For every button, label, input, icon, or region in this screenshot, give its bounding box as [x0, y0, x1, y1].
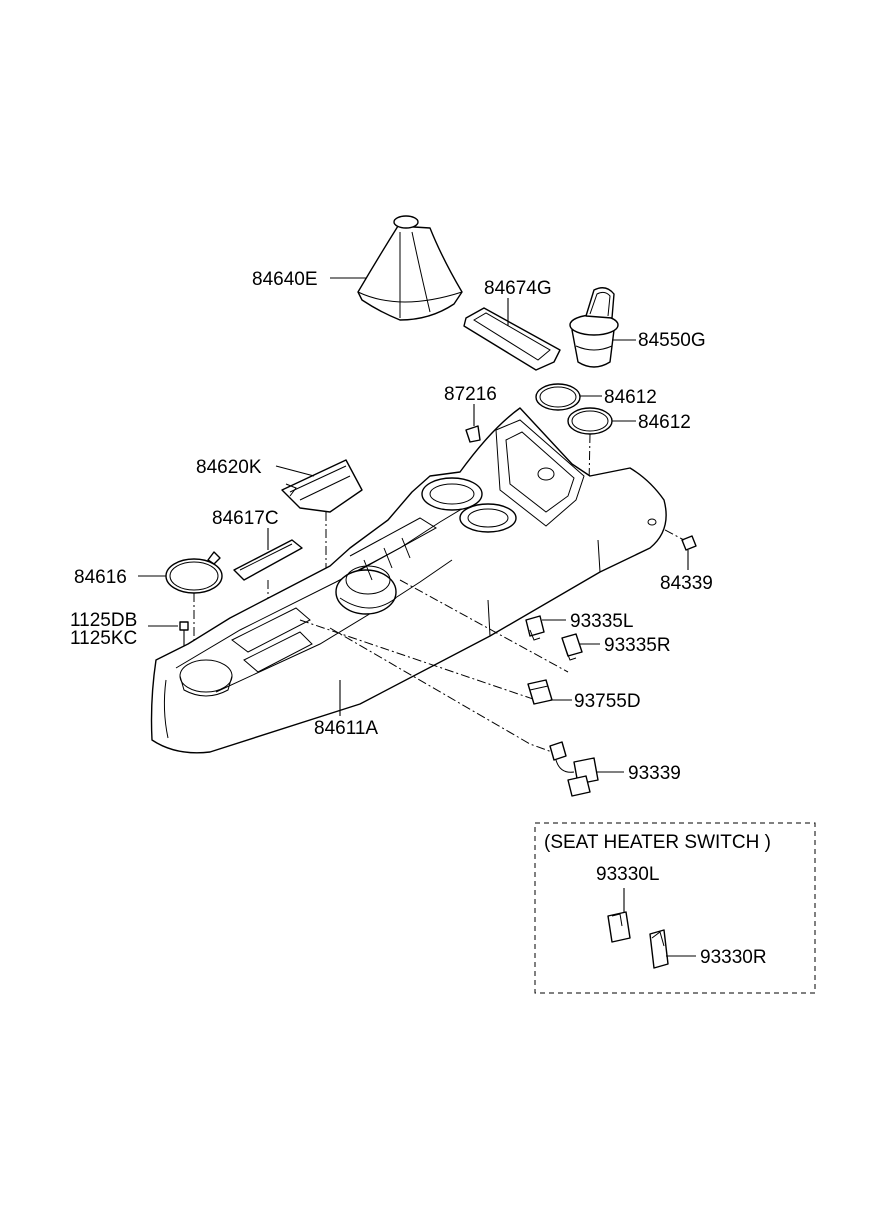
center-console [150, 407, 667, 754]
cup-ring-upper [535, 383, 581, 411]
pad [233, 539, 303, 581]
seat-heater-inset-box [534, 822, 816, 994]
harness [549, 741, 599, 797]
switch-93335l [525, 615, 545, 641]
label-1125db: 1125DB [70, 610, 137, 631]
label-93330l: 93330L [596, 864, 659, 885]
switch-93335r [561, 633, 583, 661]
label-84612-upper: 84612 [604, 387, 657, 408]
label-84674g: 84674G [484, 278, 552, 299]
label-84612-lower: 84612 [638, 412, 691, 433]
tray-mat [463, 307, 561, 371]
label-84617c: 84617C [212, 508, 279, 529]
cup-ring-lower [567, 407, 613, 435]
label-84616: 84616 [74, 567, 127, 588]
label-1125kc: 1125KC [70, 628, 137, 649]
inset-title: (SEAT HEATER SWITCH ) [544, 832, 771, 853]
label-93335l: 93335L [570, 611, 633, 632]
label-84620k: 84620K [196, 457, 262, 478]
label-93330r: 93330R [700, 947, 767, 968]
shift-boot [357, 215, 463, 321]
label-84640e: 84640E [252, 269, 318, 290]
label-93335r: 93335R [604, 635, 671, 656]
label-93755d: 93755D [574, 691, 641, 712]
ring-rear [165, 551, 223, 594]
nut [681, 535, 697, 551]
switch-93755d [527, 679, 553, 705]
label-84550g: 84550G [638, 330, 706, 351]
cover [281, 459, 363, 513]
clip [465, 425, 481, 443]
label-87216: 87216 [444, 384, 497, 405]
switch-93330l [607, 911, 631, 943]
switch-93330r [649, 929, 669, 969]
label-84339: 84339 [660, 573, 713, 594]
label-84611a: 84611A [314, 718, 378, 739]
ashtray [569, 287, 619, 368]
label-93339: 93339 [628, 763, 681, 784]
